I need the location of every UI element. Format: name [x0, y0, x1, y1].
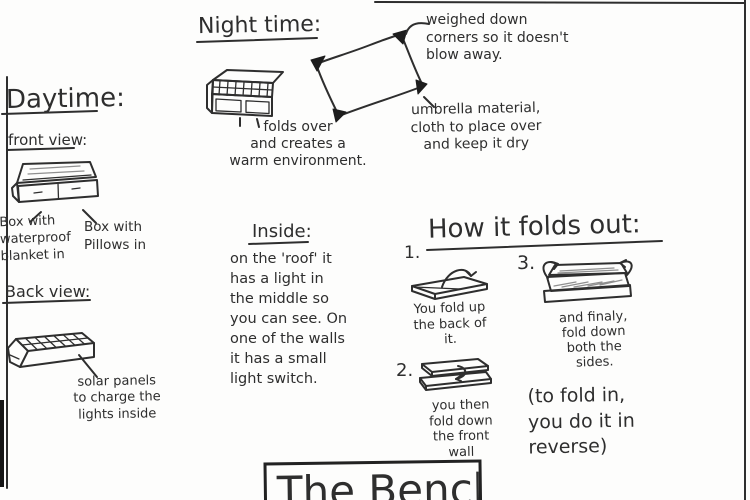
corner-weight-top-left	[310, 55, 326, 72]
caption-step-1: You fold up the back of it.	[413, 299, 487, 348]
step-3-number: 3.	[517, 252, 536, 274]
footer-title: The Bench bed	[276, 463, 483, 500]
curved-arrow-up-icon	[441, 268, 477, 288]
note-weighed-corners: weighed down corners so it doesn't blow …	[426, 12, 569, 63]
curl-arrow-right-icon	[619, 259, 633, 277]
page-edge-left-shadow	[0, 400, 4, 487]
curved-arrow-down-icon	[455, 365, 467, 382]
fold-step-2-sketch	[419, 358, 492, 391]
fold-step-1-sketch	[411, 268, 488, 300]
caption-box-pillows: Box with Pillows in	[84, 219, 147, 254]
curl-arrow-left-icon	[542, 260, 559, 279]
inside-body-text: on the 'roof' it has a light in the midd…	[230, 251, 348, 387]
caption-step-3: and finaly, fold down both the sides.	[558, 308, 628, 371]
caption-solar-panels: solar panels to charge the lights inside	[73, 373, 161, 423]
page-edge-top	[374, 1, 745, 4]
footer-title-box: The Bench bed	[263, 459, 483, 500]
caption-step-2: you then fold down the front wall	[428, 397, 493, 461]
note-fold-in-reverse: (to fold in, you do it in reverse)	[527, 383, 635, 459]
corner-weight-bottom-left	[332, 108, 347, 123]
label-back-view: Back view:	[5, 282, 91, 301]
caption-folds-over: folds over and creates a warm environmen…	[229, 119, 367, 169]
heading-how-it-folds: How it folds out:	[427, 209, 641, 245]
bench-front-view-sketch	[11, 161, 99, 203]
fold-step-3-sketch	[542, 259, 633, 303]
underline-inside	[248, 241, 309, 245]
heading-inside: Inside:	[252, 221, 312, 242]
caption-box-blanket: Box with waterproof blanket in	[0, 213, 72, 265]
cover-sheet-sketch	[310, 29, 428, 123]
heading-night-time: Night time:	[197, 11, 322, 40]
step-1-number: 1.	[404, 243, 421, 263]
note-umbrella-material: umbrella material, cloth to place over a…	[410, 99, 542, 153]
corner-weight-top-right	[392, 29, 408, 45]
bench-back-view-sketch	[7, 332, 95, 368]
label-front-view: front view:	[8, 131, 88, 149]
corner-weight-bottom-right	[415, 79, 428, 95]
heading-daytime: Daytime:	[5, 82, 126, 116]
step-2-number: 2.	[396, 360, 414, 381]
bench-closed-sketch	[206, 69, 284, 117]
